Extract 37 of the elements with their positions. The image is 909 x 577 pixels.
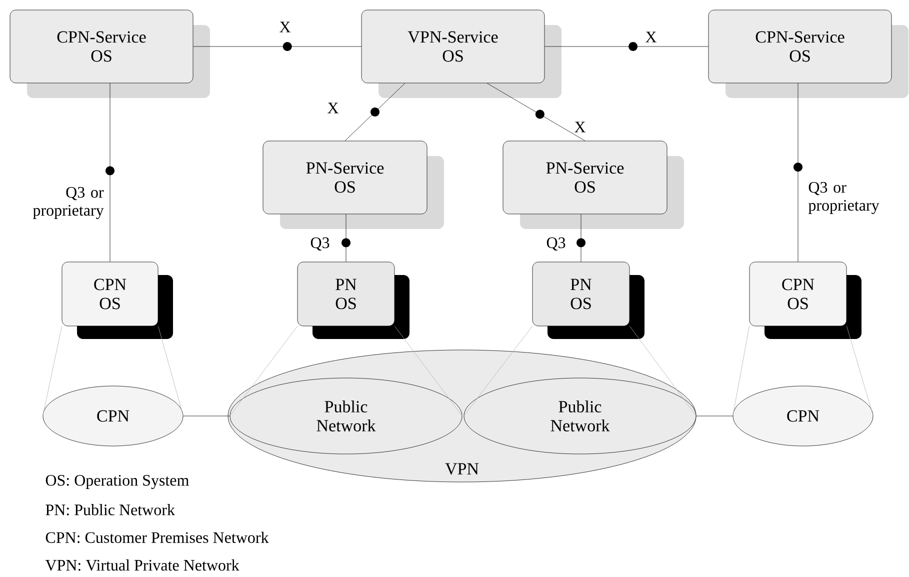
edge-label: Q3: [310, 237, 330, 251]
service-box: VPN-Service OS: [361, 10, 562, 98]
connector-line: [464, 326, 532, 416]
connector-line: [230, 326, 298, 416]
service-box: CPN-Service OS: [10, 10, 210, 98]
edge-label: X: [574, 122, 586, 132]
edge-label: X: [280, 22, 290, 32]
legend-text: CPN: Customer Premises Network: [46, 532, 269, 544]
os-box: CPN OS: [62, 262, 173, 339]
connector-line: [576, 214, 586, 262]
connector-line: [342, 214, 350, 262]
connector-line: [158, 326, 184, 416]
connector-line: [846, 326, 874, 416]
edge-label: Q3 or proprietary: [32, 186, 104, 220]
connector-line: [630, 326, 696, 416]
edge-label: X: [646, 32, 656, 42]
os-box: PN OS: [297, 262, 410, 339]
connector-line: [106, 83, 114, 262]
connector-line: [544, 42, 708, 51]
connector-line: [193, 42, 362, 51]
edge-label: Q3: [546, 237, 566, 251]
connector-line: [486, 83, 586, 141]
legend-text: VPN: Virtual Private Network: [45, 559, 240, 571]
os-box: CPN OS: [749, 262, 862, 339]
edge-label: Q3 or proprietary: [808, 182, 880, 214]
connector-line: [42, 326, 62, 416]
legend-text: PN: Public Network: [46, 504, 175, 516]
os-box: PN OS: [532, 262, 644, 339]
connector-line: [394, 326, 462, 416]
service-box: PN-Service OS: [502, 140, 684, 229]
connector-line: [732, 326, 750, 416]
connector-line: [344, 83, 406, 141]
connector-line: [794, 83, 802, 262]
edge-label: X: [328, 102, 338, 114]
legend-text: OS: Operation System: [46, 474, 189, 490]
service-box: CPN-Service OS: [708, 10, 908, 98]
service-box: PN-Service OS: [262, 140, 444, 229]
